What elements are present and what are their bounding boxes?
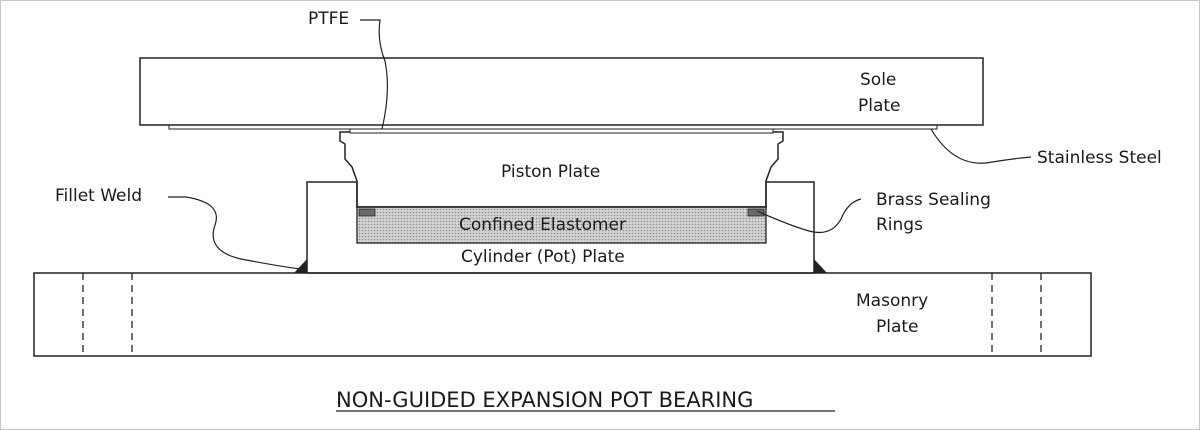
ptfe-leader — [360, 19, 388, 130]
sole-plate-label-line2: Plate — [858, 96, 901, 116]
brass-ring-left — [358, 208, 376, 217]
sole-plate — [139, 57, 984, 126]
masonry-plate — [33, 272, 1092, 357]
stainless-steel-label: Stainless Steel — [1037, 148, 1162, 168]
brass-rings-leader — [756, 198, 862, 234]
confined-elastomer-label: Confined Elastomer — [459, 215, 626, 235]
fillet-weld-leader — [168, 196, 302, 270]
ptfe-layer — [349, 128, 774, 134]
masonry-plate-label-line1: Masonry — [856, 291, 928, 311]
fillet-weld-right — [814, 259, 827, 273]
ptfe-label: PTFE — [308, 9, 349, 29]
stainless-steel-leader — [930, 128, 1032, 164]
fillet-weld-label: Fillet Weld — [55, 186, 142, 206]
fillet-weld-left — [294, 259, 307, 273]
sole-plate-label-line1: Sole — [860, 70, 896, 90]
diagram-title: NON-GUIDED EXPANSION POT BEARING — [336, 388, 753, 412]
brass-rings-label-line1: Brass Sealing — [876, 190, 991, 210]
piston-plate-label: Piston Plate — [501, 162, 600, 182]
masonry-plate-label-line2: Plate — [876, 317, 919, 337]
brass-ring-right — [747, 208, 765, 217]
cylinder-plate-label: Cylinder (Pot) Plate — [461, 247, 625, 267]
piston-plate — [339, 131, 784, 208]
brass-rings-label-line2: Rings — [876, 215, 923, 235]
confined-elastomer — [356, 206, 767, 244]
